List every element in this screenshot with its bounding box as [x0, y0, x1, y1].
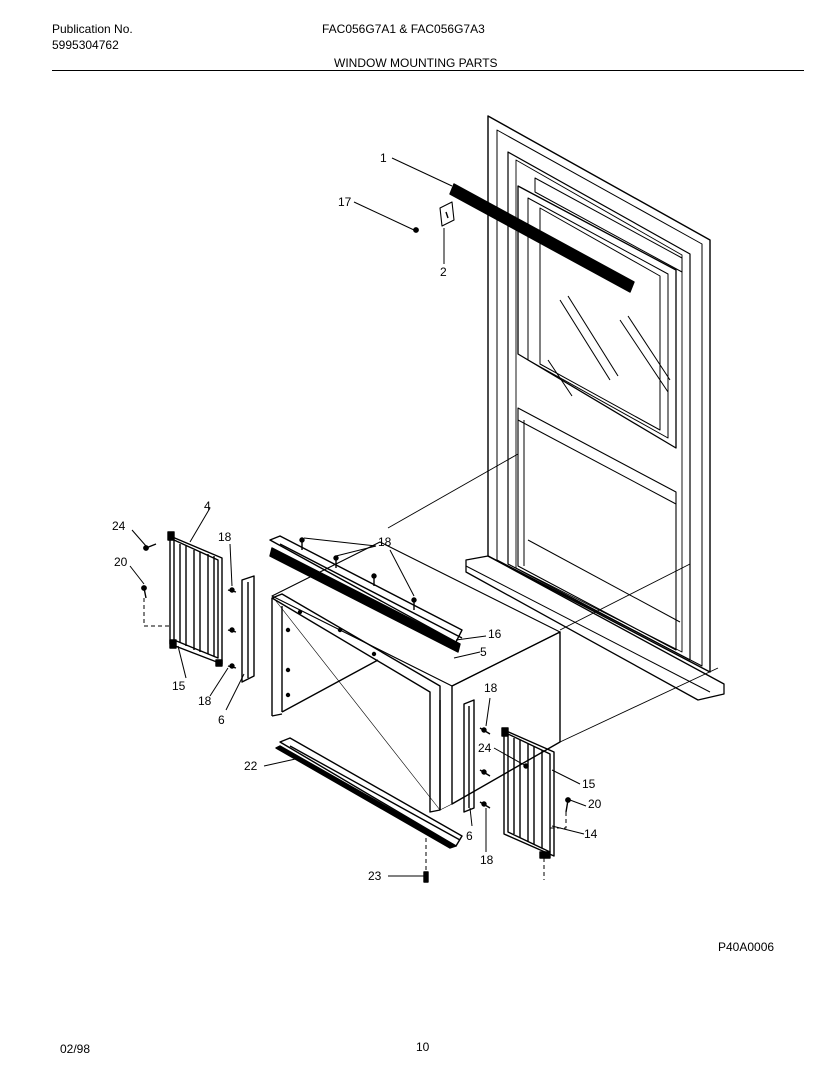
header-rule — [52, 70, 804, 71]
callout-6-right: 6 — [466, 829, 473, 843]
leader-lines — [129, 157, 587, 877]
top-channel — [413, 183, 635, 293]
callout-17: 17 — [338, 195, 352, 209]
callout-18-right-top: 18 — [484, 681, 498, 695]
figure-code: P40A0006 — [718, 940, 775, 954]
callout-18-top-rail: 18 — [378, 535, 392, 549]
callout-5: 5 — [480, 645, 487, 659]
callout-6-left: 6 — [218, 713, 225, 727]
callout-16: 16 — [488, 627, 502, 641]
callout-18-left-top: 18 — [218, 530, 232, 544]
callout-24-right: 24 — [478, 741, 492, 755]
callout-18-left-bottom: 18 — [198, 694, 212, 708]
window-frame — [465, 115, 725, 701]
bottom-rail — [275, 737, 463, 849]
callout-20-right: 20 — [588, 797, 602, 811]
screw-23 — [423, 838, 429, 883]
callout-4: 4 — [204, 499, 211, 513]
callout-15-right: 15 — [582, 777, 596, 791]
callout-22: 22 — [244, 759, 258, 773]
callout-labels: 1 17 2 4 24 20 18 15 18 6 18 16 5 18 24 … — [112, 151, 602, 883]
callout-1: 1 — [380, 151, 387, 165]
callout-2: 2 — [440, 265, 447, 279]
section-title: WINDOW MOUNTING PARTS — [334, 56, 498, 70]
right-accordion-panel — [463, 699, 571, 880]
model-numbers: FAC056G7A1 & FAC056G7A3 — [322, 22, 485, 36]
cabinet-sleeve — [271, 541, 561, 813]
top-rail — [269, 535, 463, 653]
left-accordion-panel — [141, 531, 255, 683]
callout-18-right-bottom: 18 — [480, 853, 494, 867]
callout-23: 23 — [368, 869, 382, 883]
callout-24-left: 24 — [112, 519, 126, 533]
projection-lines — [387, 453, 719, 743]
publication-label: Publication No. — [52, 22, 133, 36]
callout-14: 14 — [584, 827, 598, 841]
page-number: 10 — [416, 1040, 430, 1054]
publication-number: 5995304762 — [52, 38, 119, 52]
callout-20-left: 20 — [114, 555, 128, 569]
callout-15-left: 15 — [172, 679, 186, 693]
issue-date: 02/98 — [60, 1042, 91, 1056]
